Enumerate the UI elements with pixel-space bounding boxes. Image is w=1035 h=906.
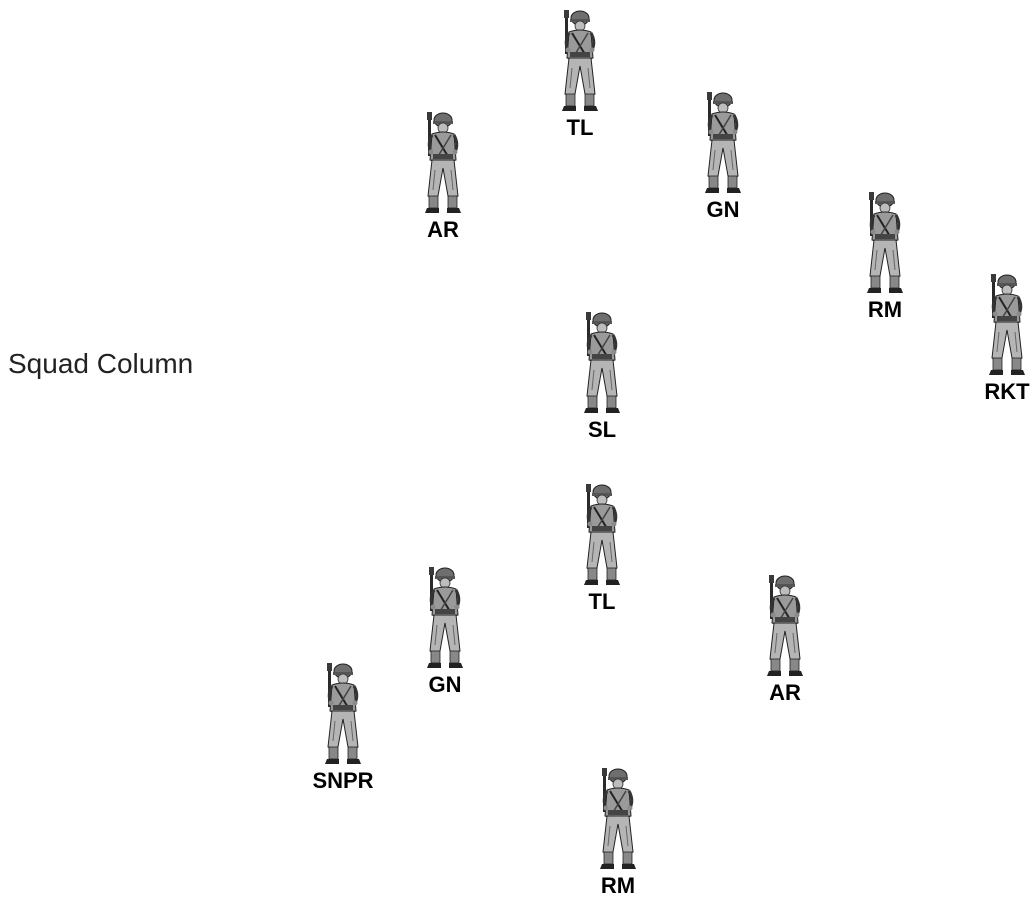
soldier-label: RM — [563, 873, 673, 899]
soldier-figure-icon — [425, 565, 465, 671]
soldier-ar-left-top: AR — [408, 110, 478, 250]
soldier-figure-icon — [987, 272, 1027, 378]
soldier-label: GN — [668, 197, 778, 223]
soldier-figure-icon — [323, 661, 363, 767]
soldier-rm-bottom: RM — [583, 766, 653, 906]
soldier-label: RM — [830, 297, 940, 323]
soldier-label: TL — [525, 115, 635, 141]
soldier-figure-icon — [865, 190, 905, 296]
soldier-label: AR — [730, 680, 840, 706]
soldier-gn-right-top: GN — [688, 90, 758, 230]
soldier-figure-icon — [560, 8, 600, 114]
soldier-rm-right-top: RM — [850, 190, 920, 330]
soldier-label: GN — [390, 672, 500, 698]
soldier-ar-right-bottom: AR — [750, 573, 820, 713]
diagram-title: Squad Column — [8, 348, 193, 380]
soldier-label: AR — [388, 217, 498, 243]
soldier-figure-icon — [598, 766, 638, 872]
soldier-figure-icon — [582, 482, 622, 588]
soldier-figure-icon — [765, 573, 805, 679]
soldier-sl: SL — [567, 310, 637, 450]
soldier-label: TL — [547, 589, 657, 615]
soldier-label: RKT — [952, 379, 1035, 405]
soldier-figure-icon — [423, 110, 463, 216]
soldier-figure-icon — [582, 310, 622, 416]
soldier-figure-icon — [703, 90, 743, 196]
soldier-snpr: SNPR — [308, 661, 378, 801]
soldier-rkt: RKT — [972, 272, 1035, 412]
soldier-label: SNPR — [288, 768, 398, 794]
soldier-gn-left-bottom: GN — [410, 565, 480, 705]
soldier-tl-bottom: TL — [567, 482, 637, 622]
soldier-label: SL — [547, 417, 657, 443]
soldier-tl-top: TL — [545, 8, 615, 148]
